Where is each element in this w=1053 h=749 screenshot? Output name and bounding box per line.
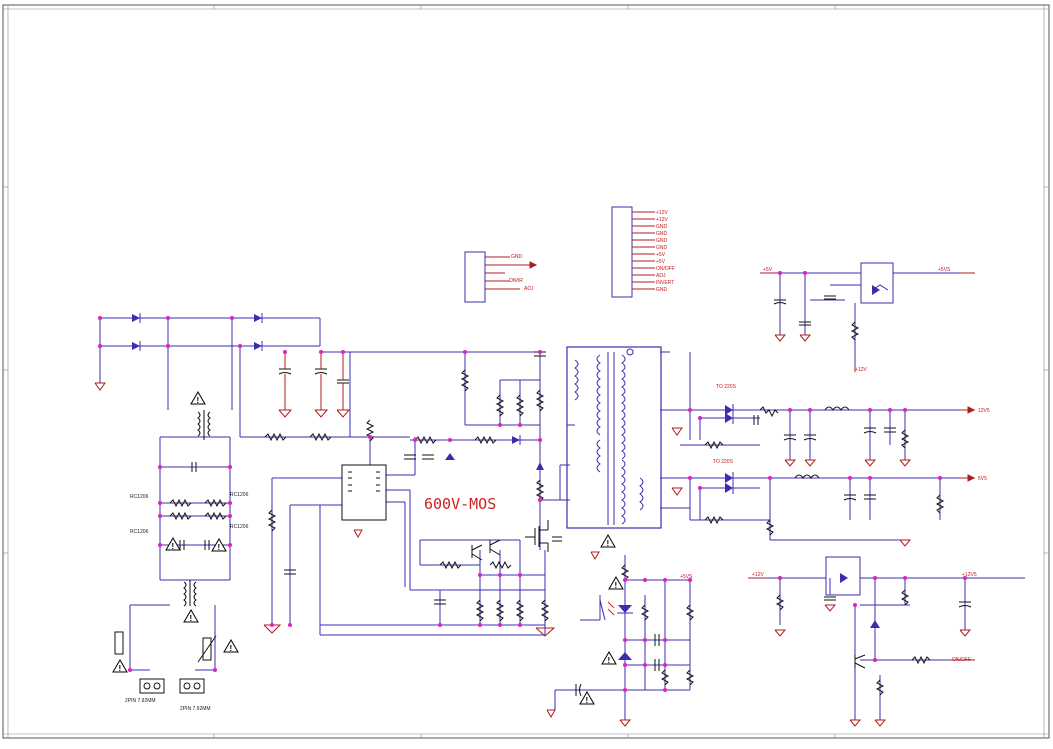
pwm-controller-ic xyxy=(341,464,387,521)
connector-small-gnd: GND xyxy=(511,254,523,260)
connector-small-adj: ADJ xyxy=(524,286,534,292)
connector-small-on-ir: ON/IR xyxy=(509,278,523,284)
junction-dots xyxy=(98,271,967,692)
rc1206-label-2: RC1206 xyxy=(130,529,149,535)
pin-label: GND xyxy=(656,231,668,237)
net-5v-output: 5V5 xyxy=(978,476,987,482)
common-mode-choke-top xyxy=(197,410,211,440)
rectifier-12v-package: TO 220S xyxy=(716,384,737,390)
net-12v-top: +12V xyxy=(855,367,867,373)
primary-mosfet xyxy=(525,520,549,552)
input-connector-2 xyxy=(179,678,205,694)
pin-label: GND xyxy=(656,224,668,230)
bridge-diodes xyxy=(132,313,263,351)
net-5v-in: +5V xyxy=(763,267,773,273)
flyback-transformer xyxy=(566,346,662,529)
input-connector-1 xyxy=(139,678,165,694)
fuse xyxy=(114,631,124,655)
pin-label: INVERT xyxy=(656,280,674,286)
pin-label: +12V xyxy=(656,210,668,216)
schottky-5v xyxy=(725,472,734,494)
svg-text:!: ! xyxy=(218,543,221,552)
net-5v-standby: +5VS xyxy=(938,267,951,273)
connector-main-pins: +12V +12V GND GND GND GND +5V +5V ON/OFF… xyxy=(656,210,675,293)
common-mode-choke-bottom xyxy=(183,580,197,607)
rc1206-label-4: RC1206 xyxy=(230,524,249,530)
pin-label: ON/OFF xyxy=(656,266,675,272)
connector-main xyxy=(611,206,633,298)
input-connector-2-label: 2PIN 7.92MM xyxy=(180,706,211,712)
svg-text:!: ! xyxy=(586,696,589,705)
svg-text:!: ! xyxy=(607,539,610,548)
pin-label: GND xyxy=(656,287,668,293)
net-12v-in: +12V xyxy=(752,572,764,578)
mosfet-voltage-label: 600V-MOS xyxy=(424,495,496,513)
schottky-12v xyxy=(725,404,734,424)
pin-label: GND xyxy=(656,238,668,244)
pin-label: ADJ xyxy=(656,273,666,279)
pin-label: +5V xyxy=(656,252,666,258)
svg-text:!: ! xyxy=(615,581,618,590)
svg-text:!: ! xyxy=(608,656,611,665)
optocoupler xyxy=(599,599,633,621)
net-on-off: ON/OFF xyxy=(952,657,971,663)
connector-small xyxy=(464,251,486,303)
pin-label: +5V xyxy=(656,259,666,265)
bulk-capacitors xyxy=(278,368,349,384)
regulator-mosfet-top xyxy=(860,262,894,304)
input-connector-1-label: 2PIN 7.92MM xyxy=(125,698,156,704)
rc1206-label-3: RC1206 xyxy=(230,492,249,498)
rectifier-5v-package: TO 220S xyxy=(713,459,734,465)
rc1206-label-1: RC1206 xyxy=(130,494,149,500)
net-12v5-out: +12V5 xyxy=(962,572,977,578)
tl431-reference xyxy=(618,652,632,660)
pin-label: GND xyxy=(656,245,668,251)
svg-text:!: ! xyxy=(197,396,200,405)
svg-text:!: ! xyxy=(230,644,233,653)
svg-text:!: ! xyxy=(190,614,193,623)
regulator-mosfet-bottom xyxy=(825,556,861,596)
svg-text:!: ! xyxy=(119,664,122,673)
warning-icons: ! ! ! ! ! ! ! ! ! ! xyxy=(112,391,624,705)
pin-label: +12V xyxy=(656,217,668,223)
net-5vs: +5VS xyxy=(680,574,693,580)
ntc-thermistor xyxy=(202,637,212,661)
net-12v-output: 12V5 xyxy=(978,408,990,414)
svg-text:!: ! xyxy=(172,542,175,551)
sheet-border xyxy=(2,4,1050,739)
